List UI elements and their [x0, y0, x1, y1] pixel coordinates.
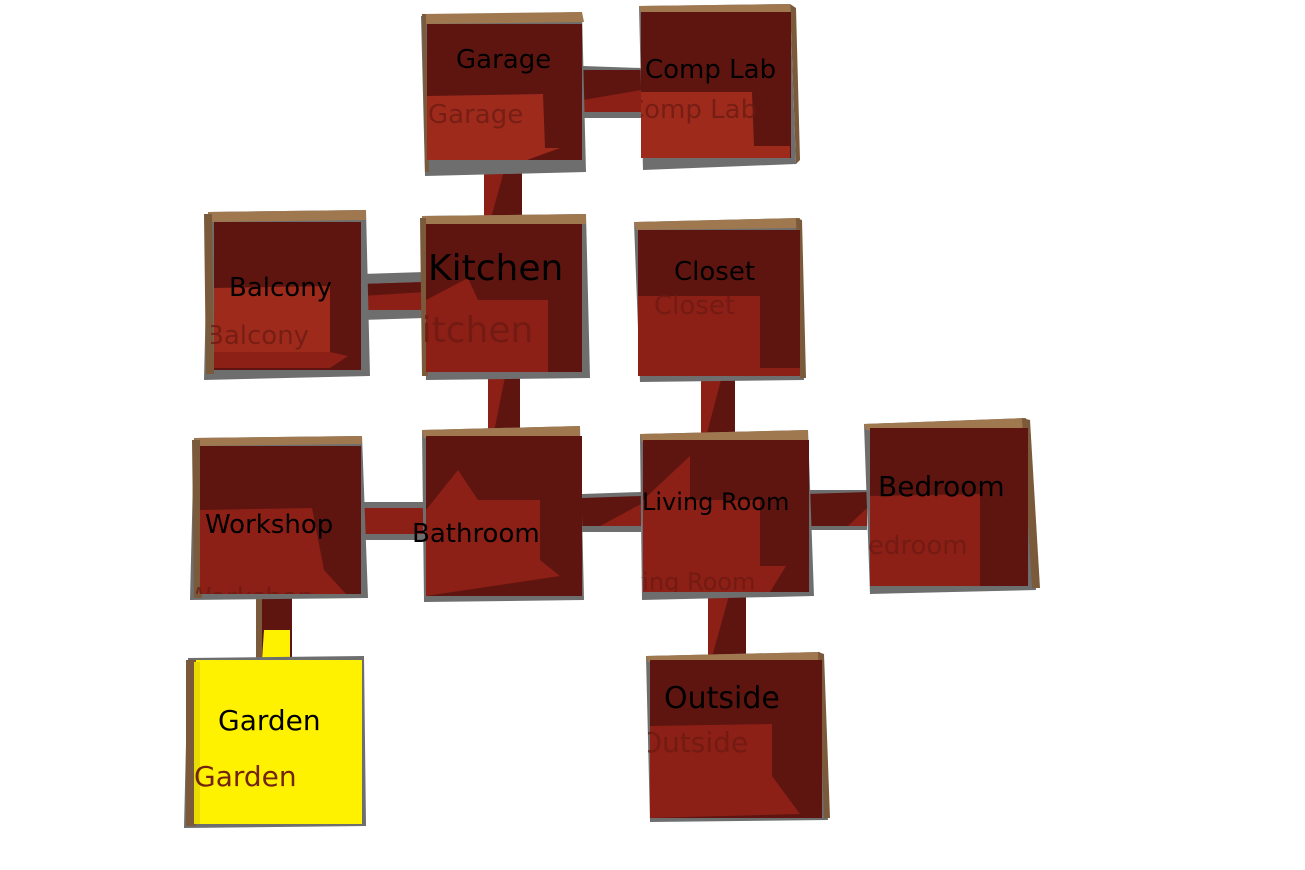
- room-garden-current[interactable]: Garden Garden: [184, 656, 366, 828]
- garden-shadow-label: Garden: [194, 760, 297, 793]
- bathroom-label: Bathroom: [412, 519, 540, 549]
- workshop-label: Workshop: [205, 510, 333, 540]
- garage-label: Garage: [456, 45, 551, 75]
- room-outside[interactable]: Outside Outside: [640, 652, 830, 822]
- garage-shadow-label: Garage: [428, 100, 523, 130]
- room-balcony[interactable]: Balcony Balcony: [204, 210, 370, 380]
- room-bathroom[interactable]: Bathroom: [412, 426, 584, 602]
- living-room-label: Living Room: [642, 488, 789, 516]
- comp-lab-label: Comp Lab: [645, 55, 776, 85]
- bedroom-label: Bedroom: [878, 470, 1005, 503]
- room-living-room[interactable]: Living Room Living Room: [608, 430, 814, 600]
- garden-label: Garden: [218, 704, 321, 737]
- room-kitchen[interactable]: Kitchen Kitchen: [398, 214, 590, 380]
- balcony-label: Balcony: [229, 273, 332, 303]
- room-bedroom[interactable]: Bedroom Bedroom: [850, 418, 1040, 594]
- bedroom-shadow-label: Bedroom: [850, 531, 968, 561]
- outside-label: Outside: [664, 681, 780, 716]
- kitchen-shadow-label: Kitchen: [398, 310, 533, 351]
- workshop-shadow-label: Workshop: [186, 583, 314, 613]
- room-garage[interactable]: Garage Garage: [421, 12, 586, 176]
- living-room-shadow-label: Living Room: [608, 568, 755, 596]
- closet-shadow-label: Closet: [654, 291, 735, 321]
- comp-lab-shadow-label: Comp Lab: [626, 95, 757, 125]
- corridors: [256, 66, 867, 660]
- room-closet[interactable]: Closet Closet: [634, 218, 806, 382]
- closet-label: Closet: [674, 257, 755, 287]
- balcony-shadow-label: Balcony: [206, 321, 309, 351]
- outside-shadow-label: Outside: [640, 726, 748, 759]
- room-comp-lab[interactable]: Comp Lab Comp Lab: [626, 4, 800, 170]
- kitchen-label: Kitchen: [428, 248, 563, 289]
- room-workshop[interactable]: Workshop Workshop: [186, 436, 368, 613]
